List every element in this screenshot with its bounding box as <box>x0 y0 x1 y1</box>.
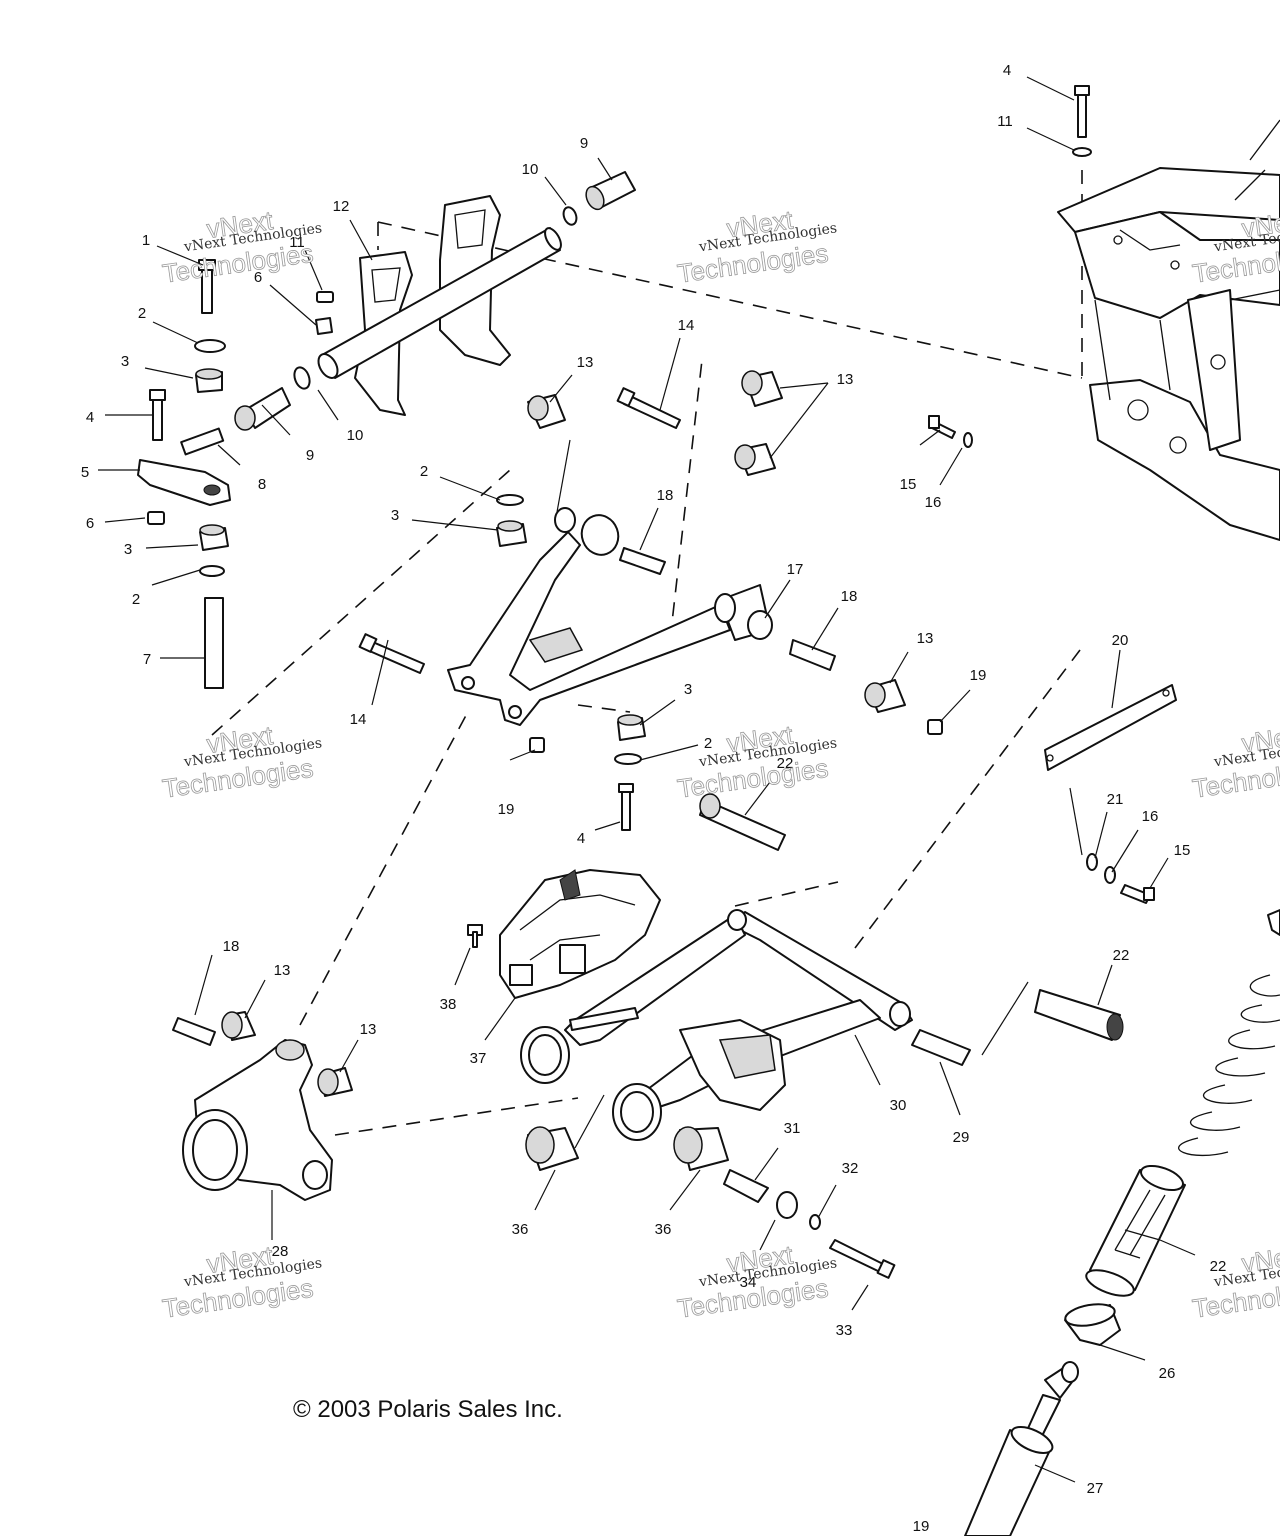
callout-10: 10 <box>347 427 364 444</box>
bushing-9 <box>234 171 636 431</box>
watermark: vNext vNext Technologies Technologies <box>160 1240 323 1324</box>
watermark: vNext vNext Technologies Technologies <box>675 204 838 289</box>
callout-33: 32 <box>842 1160 859 1177</box>
callout-36: 36 <box>512 1221 529 1238</box>
callout-labels: 4 11 9 10 12 11 1 6 2 3 4 5 6 3 2 7 8 9 … <box>81 62 1227 1535</box>
callout-22: 22 <box>1113 947 1130 964</box>
spring <box>1178 974 1280 1157</box>
callout-16: 16 <box>1142 808 1159 825</box>
svg-text:vNext: vNext <box>1240 1239 1280 1278</box>
callout-18: 18 <box>223 938 240 955</box>
callout-14: 14 <box>350 711 367 728</box>
callout-3: 3 <box>391 507 399 524</box>
callout-13: 13 <box>837 371 854 388</box>
bushing-36 <box>525 1126 729 1171</box>
upper-a-arm <box>447 507 773 726</box>
callout-13: 13 <box>577 354 594 371</box>
callout-4: 4 <box>1003 62 1011 79</box>
callout-16: 16 <box>925 494 942 511</box>
callout-28: 27 <box>1087 1480 1104 1497</box>
pins <box>172 85 1155 1279</box>
callout-6: 6 <box>86 515 94 532</box>
callout-2: 2 <box>420 463 428 480</box>
callout-29: 28 <box>272 1243 289 1260</box>
callout-32: 31 <box>784 1120 801 1137</box>
callout-20: 20 <box>1112 632 1129 649</box>
callout-15: 15 <box>1174 842 1191 859</box>
callout-4: 4 <box>577 830 585 847</box>
callout-3: 3 <box>684 681 692 698</box>
callout-27: 26 <box>1159 1365 1176 1382</box>
callout-9: 9 <box>306 447 314 464</box>
watermark: vNext vNext Technologies Technologies <box>1190 719 1280 804</box>
watermark: vNext vNext Technologies Technologies <box>1190 1239 1280 1324</box>
callout-12: 12 <box>333 198 350 215</box>
watermark: vNext vNext Technologies Technologies <box>675 1239 838 1324</box>
callout-21: 21 <box>1107 791 1124 808</box>
callout-36: 36 <box>655 1221 672 1238</box>
callout-26: 22 <box>1210 1258 1227 1275</box>
callout-7: 7 <box>143 651 151 668</box>
callout-13: 13 <box>360 1021 377 1038</box>
callout-31: 30 <box>890 1097 907 1114</box>
callout-37: 37 <box>470 1050 487 1067</box>
left-hardware-stack <box>137 259 334 689</box>
callout-6: 6 <box>254 269 262 286</box>
skid-guard <box>499 869 661 999</box>
callout-4: 4 <box>86 409 94 426</box>
callout-19: 19 <box>498 801 515 818</box>
leader-lines <box>98 76 1196 1483</box>
bushing-13 <box>221 370 906 1097</box>
frame <box>1057 119 1280 541</box>
callout-15: 15 <box>900 476 917 493</box>
pivot-bracket-assembly <box>317 195 562 416</box>
callout-11: 11 <box>289 234 305 251</box>
watermark: vNext vNext Technologies Technologies <box>160 205 323 289</box>
callout-11: 11 <box>997 113 1013 130</box>
copyright-notice: © 2003 Polaris Sales Inc. <box>293 1396 563 1423</box>
watermark: vNext vNext Technologies Technologies <box>160 720 323 804</box>
watermark: vNext vNext Technologies Technologies <box>675 719 838 804</box>
callout-3: 3 <box>124 541 132 558</box>
callout-14: 14 <box>678 317 695 334</box>
callout-19: 19 <box>913 1518 930 1535</box>
knuckle <box>182 1039 333 1201</box>
stabilizer-bar <box>1044 684 1177 771</box>
callout-35: 34 <box>740 1274 757 1291</box>
callout-13: 13 <box>274 962 291 979</box>
callout-34: 33 <box>836 1322 853 1339</box>
callout-1: 1 <box>142 232 150 249</box>
callout-13: 13 <box>917 630 934 647</box>
callout-2: 2 <box>132 591 140 608</box>
callout-18: 18 <box>841 588 858 605</box>
callout-2: 2 <box>704 735 712 752</box>
callout-22: 22 <box>777 755 794 772</box>
lower-a-arm <box>520 909 913 1141</box>
callout-3: 3 <box>121 353 129 370</box>
svg-text:vNext: vNext <box>725 1239 796 1278</box>
shock-assembly <box>964 909 1280 1536</box>
callout-10: 10 <box>522 161 539 178</box>
callout-19: 19 <box>970 667 987 684</box>
callout-9: 9 <box>580 135 588 152</box>
callout-30: 29 <box>953 1129 970 1146</box>
callout-38: 38 <box>440 996 457 1013</box>
callout-2: 2 <box>138 305 146 322</box>
callout-5: 5 <box>81 464 89 481</box>
callout-18: 18 <box>657 487 674 504</box>
callout-17: 17 <box>787 561 804 578</box>
callout-8: 8 <box>258 476 266 493</box>
washer-10 <box>293 206 578 390</box>
